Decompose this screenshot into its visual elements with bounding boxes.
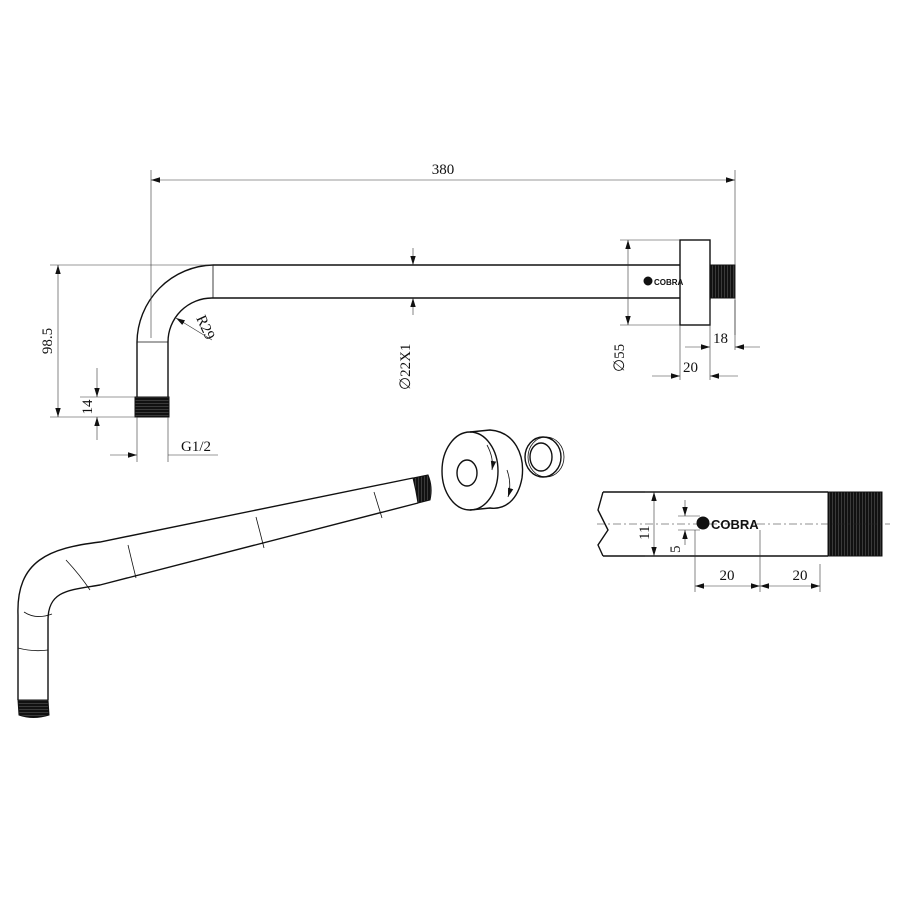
dim-overall-height: 98.5 — [40, 328, 56, 354]
svg-text:COBRA: COBRA — [711, 517, 759, 532]
perspective-view — [17, 429, 565, 718]
perspective-arm-inner — [47, 502, 419, 700]
perspective-ring — [524, 436, 565, 478]
dim-pipe-diameter: ∅22X1 — [398, 344, 414, 390]
perspective-top-thread — [412, 474, 432, 504]
dim-thread-length-top: 14 — [80, 399, 96, 415]
dim-thread-spec: G1/2 — [181, 439, 211, 455]
side-elevation-view: COBRA 380 98.5 14 G1/2 R29 ∅22X1 — [40, 162, 760, 462]
bottom-thread — [134, 396, 170, 418]
dim-thread-length-wall: 18 — [713, 331, 728, 347]
perspective-arm-outer — [17, 477, 414, 700]
dim-detail-spacing-1: 20 — [720, 568, 735, 584]
arm-outline-outer — [136, 264, 680, 397]
dim-detail-logo-height: 5 — [668, 546, 684, 554]
arm-logo: COBRA — [643, 276, 684, 287]
logo-detail-view: COBRA 11 5 20 20 — [597, 491, 890, 592]
wall-flange — [679, 239, 711, 326]
wall-thread — [709, 264, 736, 299]
dim-bend-radius: R29 — [192, 313, 217, 342]
svg-text:COBRA: COBRA — [654, 278, 684, 287]
dim-detail-spacing-2: 20 — [793, 568, 808, 584]
dim-flange-thickness: 20 — [683, 360, 698, 376]
perspective-flange — [441, 429, 524, 511]
dim-detail-height: 11 — [637, 526, 653, 540]
perspective-bottom-thread — [17, 699, 50, 718]
dim-overall-length: 380 — [432, 162, 455, 178]
arm-outline-inner — [167, 297, 680, 397]
dim-flange-diameter: ∅55 — [612, 344, 628, 372]
detail-logo: COBRA — [696, 516, 759, 532]
